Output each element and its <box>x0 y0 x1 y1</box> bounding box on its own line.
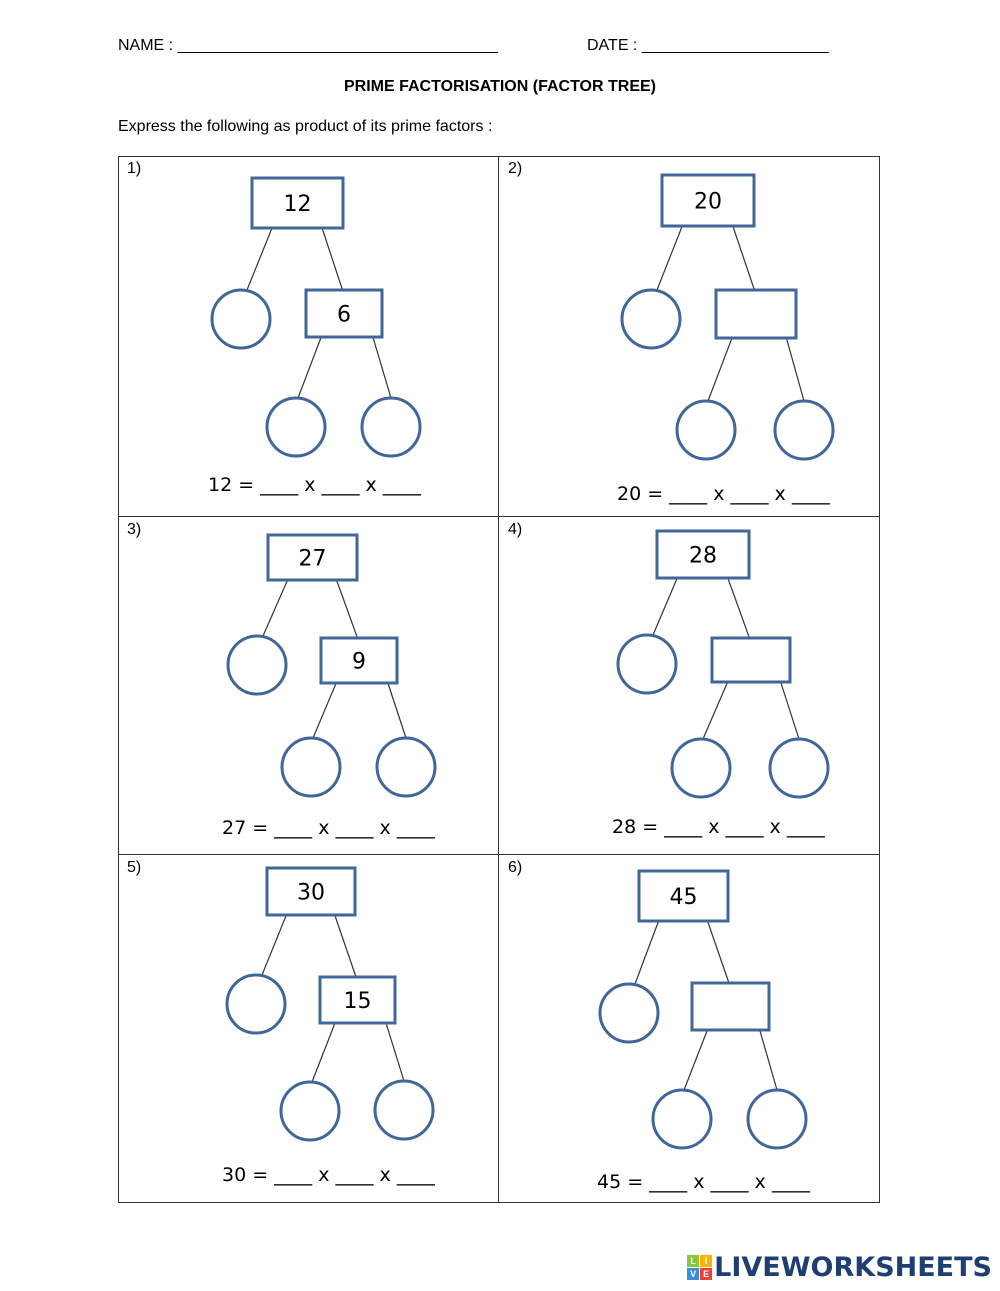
badge-letter: E <box>700 1268 713 1280</box>
branch-line <box>780 681 800 740</box>
prime-answer-circle[interactable] <box>375 736 437 798</box>
prime-answer-circle[interactable] <box>773 399 835 461</box>
name-field[interactable]: NAME : _________________________________… <box>118 37 498 54</box>
factor-box <box>304 288 384 339</box>
problem-number: 2) <box>508 160 523 177</box>
branch-line <box>385 1022 405 1082</box>
problem-number: 4) <box>508 521 523 538</box>
branch-line <box>335 579 359 639</box>
prime-answer-circle[interactable] <box>360 396 422 458</box>
top-number-box <box>265 866 357 917</box>
prime-answer-circle[interactable] <box>265 396 327 458</box>
top-number: 28 <box>689 544 717 569</box>
answer-equation[interactable]: 12 = ____ x ____ x ____ <box>208 474 421 496</box>
top-number-box <box>655 529 751 580</box>
branch-line <box>312 682 337 739</box>
branch-line <box>732 225 755 291</box>
branch-line <box>372 336 392 399</box>
branch-line <box>297 336 322 399</box>
prime-answer-circle[interactable] <box>746 1088 808 1150</box>
factor-box <box>714 288 798 340</box>
problem-number: 6) <box>508 859 523 876</box>
problem-cell <box>499 517 880 855</box>
branch-line <box>246 227 273 291</box>
top-number: 30 <box>297 881 325 906</box>
branch-line <box>727 577 751 639</box>
badge-letter: V <box>687 1268 700 1280</box>
badge-letter: L <box>687 1255 700 1267</box>
factor-number: 9 <box>352 650 366 675</box>
prime-answer-circle[interactable] <box>598 982 660 1044</box>
instruction-text: Express the following as product of its … <box>118 118 493 135</box>
prime-answer-circle[interactable] <box>373 1079 435 1141</box>
prime-answer-circle[interactable] <box>768 737 830 799</box>
prime-answer-circle[interactable] <box>670 737 732 799</box>
problem-grid <box>118 156 880 1203</box>
prime-answer-circle[interactable] <box>675 399 737 461</box>
prime-answer-circle[interactable] <box>651 1088 713 1150</box>
prime-answer-circle[interactable] <box>616 633 678 695</box>
prime-answer-circle[interactable] <box>210 288 272 350</box>
problem-number: 3) <box>127 521 142 538</box>
branch-line <box>262 579 289 637</box>
branch-line <box>656 225 683 291</box>
branch-line <box>785 337 805 402</box>
top-number: 27 <box>299 547 327 572</box>
branch-line <box>387 682 407 739</box>
branch-line <box>706 920 730 984</box>
factor-box <box>690 981 771 1032</box>
problem-cell <box>499 156 880 517</box>
liveworksheets-logo: L I V E LIVEWORKSHEETS <box>687 1252 992 1283</box>
top-number-box <box>637 869 730 923</box>
factor-box <box>318 975 397 1025</box>
answer-equation[interactable]: 30 = ____ x ____ x ____ <box>222 1164 435 1186</box>
prime-answer-circle[interactable] <box>226 634 288 696</box>
branch-line <box>261 914 287 976</box>
branch-line <box>311 1022 336 1083</box>
problem-number: 5) <box>127 859 142 876</box>
answer-equation[interactable]: 20 = ____ x ____ x ____ <box>617 483 830 505</box>
problem-cell <box>118 855 499 1203</box>
problem-cell <box>118 156 499 517</box>
top-number-box <box>266 533 359 582</box>
prime-answer-circle[interactable] <box>279 1080 341 1142</box>
answer-equation[interactable]: 27 = ____ x ____ x ____ <box>222 817 435 839</box>
logo-badge-icon: L I V E <box>687 1255 713 1280</box>
prime-answer-circle[interactable] <box>280 736 342 798</box>
prime-answer-circle[interactable] <box>225 973 287 1035</box>
worksheet-title: PRIME FACTORISATION (FACTOR TREE) <box>343 78 656 95</box>
branch-line <box>634 920 660 985</box>
top-number-box <box>660 173 756 228</box>
problem-cell <box>118 517 499 855</box>
factor-box <box>710 636 792 684</box>
factor-number: 15 <box>344 989 372 1014</box>
branch-line <box>652 577 678 636</box>
branch-line <box>707 337 733 402</box>
factor-box <box>319 636 399 685</box>
answer-equation[interactable]: 45 = ____ x ____ x ____ <box>597 1171 810 1193</box>
top-number: 12 <box>284 192 312 217</box>
logo-text: LIVEWORKSHEETS <box>714 1252 992 1283</box>
answer-equation[interactable]: 28 = ____ x ____ x ____ <box>612 816 825 838</box>
top-number: 45 <box>670 885 698 910</box>
top-number: 20 <box>694 190 722 215</box>
branch-line <box>683 1029 708 1091</box>
factor-number: 6 <box>337 303 351 328</box>
problem-number: 1) <box>127 160 142 177</box>
branch-line <box>702 681 729 740</box>
branch-line <box>321 227 344 291</box>
branch-line <box>334 914 357 978</box>
prime-answer-circle[interactable] <box>620 288 682 350</box>
branch-line <box>759 1029 778 1091</box>
date-field[interactable]: DATE : _____________________ <box>587 37 829 54</box>
badge-letter: I <box>700 1255 713 1267</box>
top-number-box <box>250 176 345 230</box>
